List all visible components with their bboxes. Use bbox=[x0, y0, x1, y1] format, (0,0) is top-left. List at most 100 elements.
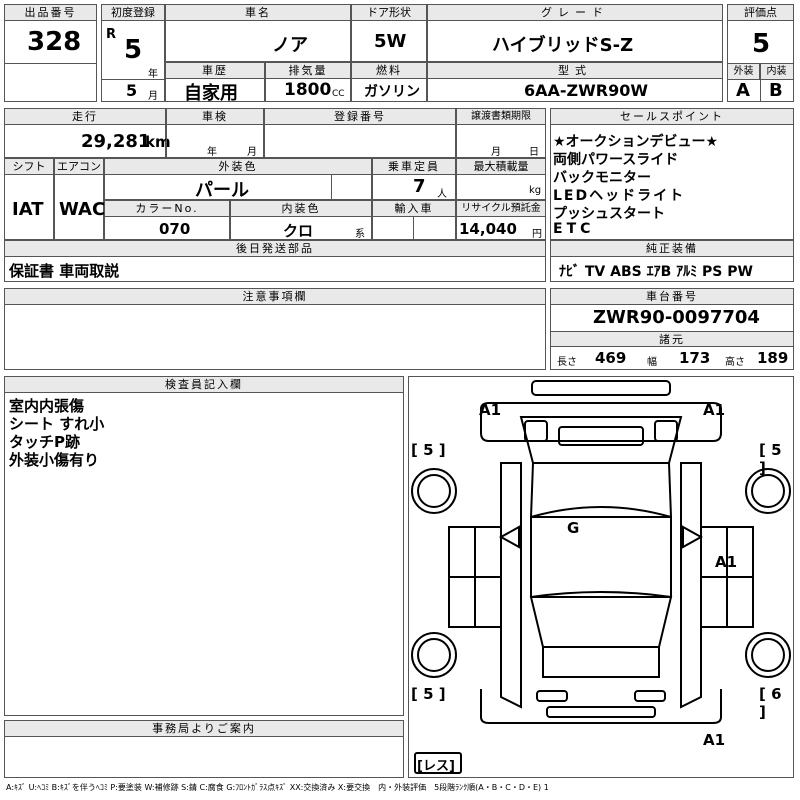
displacement-value: 1800 bbox=[284, 80, 332, 100]
mileage-box: 走行 29,281 km bbox=[4, 108, 171, 158]
shift-box: シフト IAT bbox=[4, 158, 54, 240]
inspection-box: 車検 年 月 bbox=[166, 108, 264, 158]
shift-header: シフト bbox=[5, 159, 53, 175]
genuine-equipment-value: ﾅﾋﾞ TV ABS ｴｱB ｱﾙﾐ PS PW bbox=[559, 264, 753, 280]
inspector-note-2: シート すれ小 bbox=[9, 415, 105, 433]
exterior-score: A bbox=[736, 80, 750, 101]
sales-point-6: ETC bbox=[553, 221, 595, 237]
inspector-box: 検査員記入欄 室内内張傷 シート すれ小 タッチP跡 外装小傷有り bbox=[4, 376, 404, 716]
door-box: ドア形状 5W bbox=[351, 4, 427, 62]
mileage-value: 29,281 bbox=[81, 131, 151, 152]
sales-point-header: セールスポイント bbox=[551, 109, 793, 125]
spec-width-label: 幅 bbox=[647, 357, 657, 368]
first-reg-box: 初度登録 R 5 年 5 月 bbox=[101, 4, 165, 102]
spec-height-label: 高さ bbox=[725, 357, 745, 368]
color-no-box: カラーNo. 070 bbox=[104, 200, 230, 240]
chassis-box: 車台番号 ZWR90-0097704 諸元 長さ 469 幅 173 高さ 18… bbox=[550, 288, 794, 370]
reg-no-box: 登録番号 bbox=[264, 108, 456, 158]
import-header: 輸入車 bbox=[373, 201, 455, 217]
model-box: 型式 6AA-ZWR90W bbox=[427, 62, 723, 102]
later-items-box: 後日発送部品 保証書 車両取説 bbox=[4, 240, 546, 282]
dmg-front-left: A1 bbox=[479, 401, 502, 419]
recycle-value: 14,040 bbox=[459, 220, 517, 238]
recycle-box: リサイクル預託金 14,040 円 bbox=[456, 200, 546, 240]
car-diagram bbox=[411, 380, 791, 774]
max-load-unit: kg bbox=[529, 185, 542, 196]
max-load-header: 最大積載量 bbox=[457, 159, 545, 175]
model-value: 6AA-ZWR90W bbox=[524, 81, 649, 100]
first-reg-era: R bbox=[106, 27, 117, 42]
first-reg-year: 5 bbox=[124, 35, 143, 65]
int-color-value: クロ bbox=[283, 222, 314, 240]
sales-point-2: 両側パワースライド bbox=[553, 152, 679, 168]
transfer-month-unit: 月 bbox=[491, 147, 501, 158]
chassis-value: ZWR90-0097704 bbox=[593, 307, 760, 328]
spec-height-value: 189 bbox=[757, 349, 789, 367]
inspection-header: 車検 bbox=[167, 109, 263, 125]
office-header: 事務局よりご案内 bbox=[5, 721, 403, 737]
car-name-box: 車名 ノア bbox=[165, 4, 351, 62]
score-header: 評価点 bbox=[728, 5, 793, 21]
dmg-rear: A1 bbox=[703, 731, 726, 749]
transfer-deadline-box: 譲渡書類期限 月 日 bbox=[456, 108, 546, 158]
tire-front-left: [ 5 ] bbox=[411, 441, 446, 459]
first-reg-month: 5 bbox=[126, 81, 138, 100]
lot-no-box: 出品番号 328 bbox=[4, 4, 97, 102]
car-name-header: 車名 bbox=[166, 5, 350, 21]
door-header: ドア形状 bbox=[352, 5, 426, 21]
aircon-value: WAC bbox=[59, 199, 106, 220]
inspector-header: 検査員記入欄 bbox=[5, 377, 403, 393]
capacity-unit: 人 bbox=[437, 189, 447, 200]
transfer-day-unit: 日 bbox=[529, 147, 539, 158]
spec-length-value: 469 bbox=[595, 349, 627, 367]
int-color-header: 内装色 bbox=[231, 201, 371, 217]
history-value: 自家用 bbox=[184, 83, 238, 104]
notes-header: 注意事項欄 bbox=[5, 289, 545, 305]
inspection-month-unit: 月 bbox=[247, 147, 257, 158]
dmg-right-side: A1 bbox=[715, 553, 738, 571]
spec-width-value: 173 bbox=[679, 349, 711, 367]
sales-point-5: プッシュスタート bbox=[553, 206, 665, 222]
tire-front-right: [ 5 ] bbox=[759, 441, 782, 477]
interior-header: 内装 bbox=[760, 64, 793, 80]
exterior-header: 外装 bbox=[728, 64, 760, 80]
color-no-header: カラーNo. bbox=[105, 201, 229, 217]
tire-rear-right: [ 6 ] bbox=[759, 685, 782, 721]
recycle-header: リサイクル預託金 bbox=[457, 201, 545, 217]
score-box: 評価点 5 外装 内装 A B bbox=[727, 4, 794, 102]
inspection-year-unit: 年 bbox=[207, 147, 217, 158]
capacity-value: 7 bbox=[413, 176, 426, 197]
model-header: 型式 bbox=[428, 63, 722, 79]
color-no-value: 070 bbox=[159, 220, 191, 238]
office-box: 事務局よりご案内 bbox=[4, 720, 404, 778]
grade-value: ハイブリッドS-Z bbox=[492, 35, 634, 56]
recycle-unit: 円 bbox=[532, 229, 542, 240]
capacity-header: 乗車定員 bbox=[373, 159, 455, 175]
later-items-value: 保証書 車両取説 bbox=[9, 262, 120, 280]
first-reg-month-unit: 月 bbox=[148, 91, 158, 102]
import-box: 輸入車 bbox=[372, 200, 456, 240]
displacement-unit: CC bbox=[332, 89, 345, 99]
spare-tire: [レス] bbox=[417, 759, 455, 774]
mileage-header: 走行 bbox=[5, 109, 165, 125]
int-color-box: 内装色 クロ 系 bbox=[230, 200, 372, 240]
history-header: 車歴 bbox=[166, 63, 264, 79]
reg-no-header: 登録番号 bbox=[265, 109, 455, 125]
specs-header: 諸元 bbox=[551, 331, 793, 347]
fuel-box: 燃料 ガソリン bbox=[351, 62, 427, 102]
aircon-header: エアコン bbox=[55, 159, 103, 175]
door-value: 5W bbox=[374, 31, 407, 52]
first-reg-year-unit: 年 bbox=[148, 69, 158, 80]
sales-point-box: セールスポイント ★オークションデビュー★ 両側パワースライド バックモニター … bbox=[550, 108, 794, 240]
tire-rear-left: [ 5 ] bbox=[411, 685, 446, 703]
ext-color-header: 外装色 bbox=[105, 159, 371, 175]
fuel-value: ガソリン bbox=[364, 84, 420, 100]
displacement-header: 排気量 bbox=[266, 63, 350, 79]
legend-text: A:ｷｽﾞ U:ﾍｺﾐ B:ｷｽﾞを伴うﾍｺﾐ P:要塗装 W:補修跡 S:錆 … bbox=[6, 783, 549, 792]
max-load-box: 最大積載量 kg bbox=[456, 158, 546, 200]
interior-score: B bbox=[769, 80, 783, 101]
lot-no-header: 出品番号 bbox=[5, 5, 96, 21]
dmg-front-right: A1 bbox=[703, 401, 726, 419]
ext-color-box: 外装色 パール bbox=[104, 158, 372, 201]
sales-point-1: ★オークションデビュー★ bbox=[553, 134, 719, 150]
